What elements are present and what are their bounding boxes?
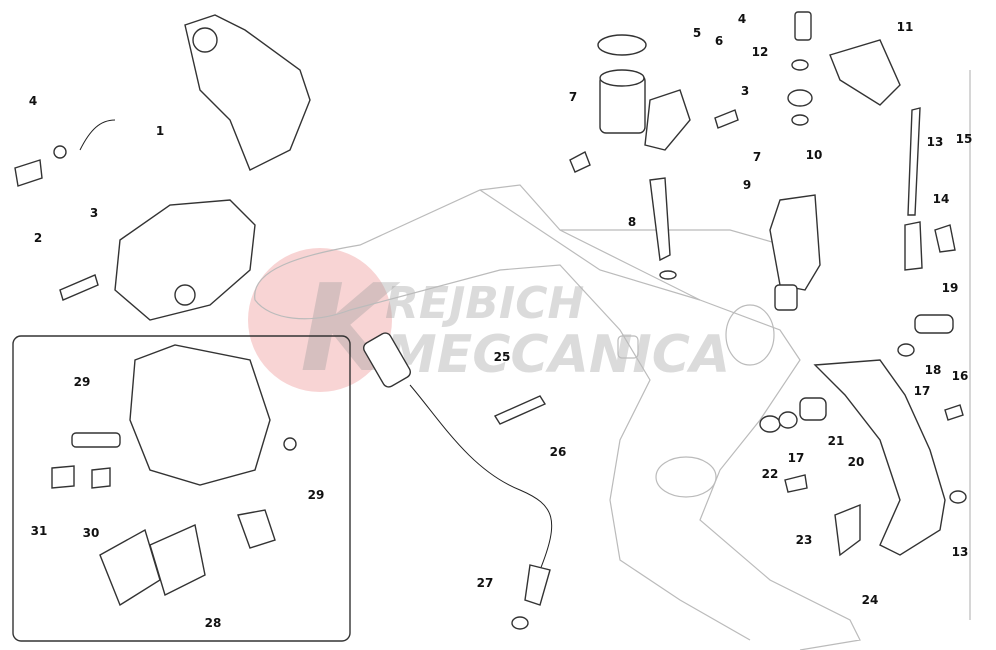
part-number-label: 20 <box>848 455 865 469</box>
part-number-label: 14 <box>933 192 950 206</box>
part-number-label: 3 <box>741 84 749 98</box>
part-number-label: 26 <box>550 445 567 459</box>
part-number-label: 2 <box>34 231 42 245</box>
part-number-label: 3 <box>90 206 98 220</box>
part-number-label: 5 <box>693 26 701 40</box>
part-number-label: 22 <box>762 467 779 481</box>
sensor-cable <box>363 332 553 630</box>
part-number-label: 13 <box>952 545 969 559</box>
part-number-label: 29 <box>308 488 325 502</box>
part-number-label: 8 <box>628 215 636 229</box>
part-number-label: 21 <box>828 434 845 448</box>
part-number-label: 17 <box>788 451 805 465</box>
part-number-label: 28 <box>205 616 222 630</box>
part-number-label: 7 <box>753 150 761 164</box>
part-number-label: 19 <box>942 281 959 295</box>
part-number-label: 13 <box>927 135 944 149</box>
part-number-label: 31 <box>31 524 48 538</box>
watermark-logo: K REJBICH MECCANICA <box>248 248 730 399</box>
part-number-label: 4 <box>738 12 746 26</box>
part-number-label: 25 <box>494 350 511 364</box>
svg-text:REJBICH: REJBICH <box>385 278 584 329</box>
part-number-label: 15 <box>956 132 973 146</box>
part-number-label: 9 <box>743 178 751 192</box>
part-number-label: 23 <box>796 533 813 547</box>
part-number-label: 16 <box>952 369 969 383</box>
part-number-label: 10 <box>806 148 823 162</box>
part-number-label: 1 <box>156 124 164 138</box>
svg-text:MECCANICA: MECCANICA <box>385 325 730 385</box>
part-number-label: 11 <box>897 20 914 34</box>
part-number-label: 30 <box>83 526 100 540</box>
part-number-label: 27 <box>477 576 494 590</box>
frame-outline <box>254 70 971 650</box>
brake-pedal-assembly <box>759 314 967 557</box>
part-number-label: 24 <box>862 593 879 607</box>
part-number-label: 4 <box>29 94 37 108</box>
part-number-label: 18 <box>925 363 942 377</box>
part-number-label: 29 <box>74 375 91 389</box>
part-number-label: 17 <box>914 384 931 398</box>
caliper-assembly <box>14 14 311 321</box>
master-cylinder-assembly <box>569 11 956 311</box>
part-number-label: 12 <box>752 45 769 59</box>
inset-caliper-detail <box>12 335 351 642</box>
part-number-label: 7 <box>569 90 577 104</box>
part-number-label: 6 <box>715 34 723 48</box>
